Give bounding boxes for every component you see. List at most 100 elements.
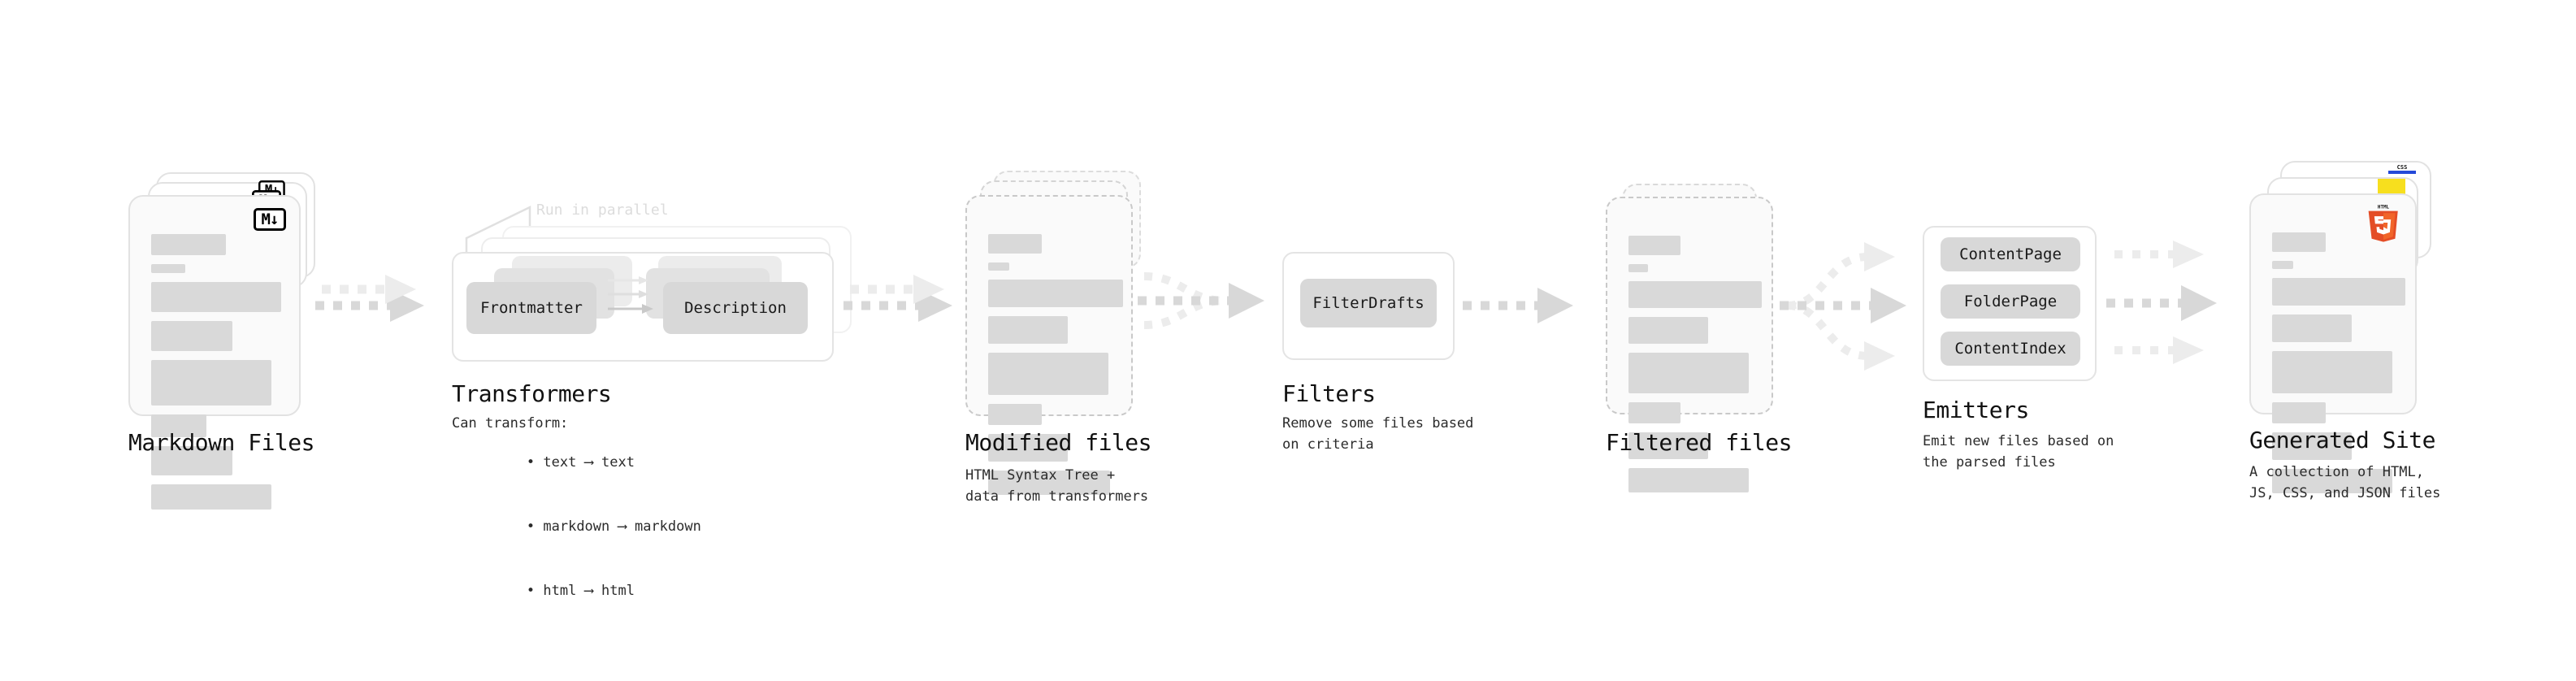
content-bar <box>988 471 1110 495</box>
content-bar <box>1628 317 1708 344</box>
content-bar <box>151 360 271 406</box>
bullet-text: html ⟶ html <box>543 583 635 600</box>
arrowhead-ghost <box>913 275 944 304</box>
stage-caption-filtered-files: Filtered files <box>1606 429 1793 456</box>
content-bar <box>2272 278 2405 306</box>
content-bar <box>2272 261 2293 269</box>
content-bar <box>988 262 1009 271</box>
stage-description-filters: Remove some files based on criteria <box>1282 415 1474 453</box>
bullet-dot: • <box>526 454 544 471</box>
shield-glyph <box>2374 216 2392 235</box>
content-bar <box>2272 469 2392 493</box>
content-bar <box>151 234 226 255</box>
content-bar <box>151 282 281 312</box>
arrowhead-ghost <box>385 275 416 304</box>
content-bar <box>2272 232 2326 252</box>
content-bar <box>151 446 232 475</box>
stage-description-modified-files: HTML Syntax Tree + data from transformer… <box>965 467 1149 505</box>
arrowhead <box>1537 288 1573 323</box>
markdown-doc-front: M↓ <box>128 195 301 510</box>
content-bar <box>1628 353 1749 393</box>
emitter-chip-folderpage[interactable]: FolderPage <box>1941 284 2080 319</box>
transformer-inner-arrows <box>608 276 653 314</box>
run-in-parallel-leader <box>465 206 531 258</box>
emitter-chip-contentindex[interactable]: ContentIndex <box>1941 332 2080 366</box>
content-bar <box>2272 432 2352 460</box>
content-bar <box>151 484 271 510</box>
content-bar <box>988 353 1108 395</box>
transformers-bullet-item: • text ⟶ text <box>460 431 701 495</box>
transformers-bullet-item: • html ⟶ html <box>460 559 701 623</box>
content-bar <box>988 434 1068 462</box>
content-bar <box>2272 351 2392 393</box>
stage-description-generated-site: A collection of HTML, JS, CSS, and JSON … <box>2249 464 2441 502</box>
stage-caption-generated-site: Generated Site <box>2249 427 2436 453</box>
content-bar <box>988 234 1042 254</box>
content-bar <box>151 414 206 437</box>
connector-filters-to-filtered-files <box>1463 288 1573 323</box>
markdown-badge-icon: M↓ <box>254 208 286 231</box>
bullet-text: text ⟶ text <box>543 454 635 471</box>
markdown-doc-content <box>151 234 281 518</box>
arrowhead <box>1871 288 1906 323</box>
transformer-chip-description[interactable]: Description <box>663 282 808 334</box>
stage-caption-modified-files: Modified files <box>965 429 1152 456</box>
content-bar <box>2272 402 2326 423</box>
transformer-chip-frontmatter[interactable]: Frontmatter <box>466 282 596 334</box>
content-bar <box>1628 264 1648 272</box>
html5-shield-svg: HTML <box>2368 205 2398 242</box>
run-in-parallel-label: Run in parallel <box>536 202 669 219</box>
transformers-bullet-item: • markdown ⟶ markdown <box>460 495 701 559</box>
transformers-bullet-list: • text ⟶ text • markdown ⟶ markdown • ht… <box>460 431 701 623</box>
modified-doc-front <box>965 195 1133 495</box>
modified-doc-content <box>988 234 1123 504</box>
bullet-dot: • <box>526 583 544 600</box>
content-bar <box>988 280 1123 307</box>
generated-doc-content <box>2272 232 2405 502</box>
generated-doc-front: HTML <box>2249 193 2417 493</box>
connector-transformers-to-modified-files <box>843 275 952 322</box>
arrowhead-upper <box>1864 242 1895 271</box>
inner-arrowhead <box>642 304 653 314</box>
filter-chip-filterdrafts[interactable]: FilterDrafts <box>1300 279 1437 327</box>
html5-badge-icon: HTML <box>2366 203 2400 242</box>
stage-caption-markdown-files: Markdown Files <box>128 429 315 456</box>
stage-description-transformers: Can transform: <box>452 415 569 432</box>
connector-branch-lower <box>1787 301 1868 360</box>
stage-caption-transformers: Transformers <box>452 380 612 407</box>
arrowhead <box>1229 283 1264 319</box>
filtered-doc-front <box>1606 197 1773 492</box>
content-bar <box>1628 468 1749 492</box>
inner-arrowhead <box>639 290 648 298</box>
connector-emitters-to-generated-site <box>2106 241 2217 364</box>
content-bar <box>1628 402 1680 423</box>
connector-branch-upper <box>1787 253 1868 310</box>
content-bar <box>988 404 1042 425</box>
content-bar <box>988 316 1068 344</box>
content-bar <box>1628 281 1762 308</box>
connector-filtered-files-to-emitters <box>1780 242 1906 371</box>
arrowhead-upper <box>2173 241 2204 268</box>
content-bar <box>1628 432 1708 459</box>
arrowhead-lower <box>2173 336 2204 364</box>
html5-wordmark: HTML <box>2378 205 2390 210</box>
filtered-doc-content <box>1628 236 1762 501</box>
content-bar <box>151 321 232 351</box>
content-bar <box>151 264 185 273</box>
content-bar <box>1628 236 1680 255</box>
leader-line <box>465 206 531 258</box>
stage-caption-filters: Filters <box>1282 380 1376 407</box>
connector-markdown-to-transformers <box>315 275 424 322</box>
arrowhead-middle <box>2181 285 2217 321</box>
js-badge-icon <box>2378 179 2405 195</box>
emitter-chip-contentpage[interactable]: ContentPage <box>1941 237 2080 271</box>
bullet-dot: • <box>526 518 544 536</box>
content-bar <box>2272 314 2352 342</box>
connector-modified-files-to-filters <box>1138 272 1264 329</box>
inner-arrowhead <box>639 276 648 284</box>
css-badge-icon: CSS <box>2388 164 2416 174</box>
bullet-text: markdown ⟶ markdown <box>543 518 701 536</box>
arrowhead-lower <box>1864 341 1895 371</box>
stage-description-emitters: Emit new files based on the parsed files <box>1923 433 2114 471</box>
